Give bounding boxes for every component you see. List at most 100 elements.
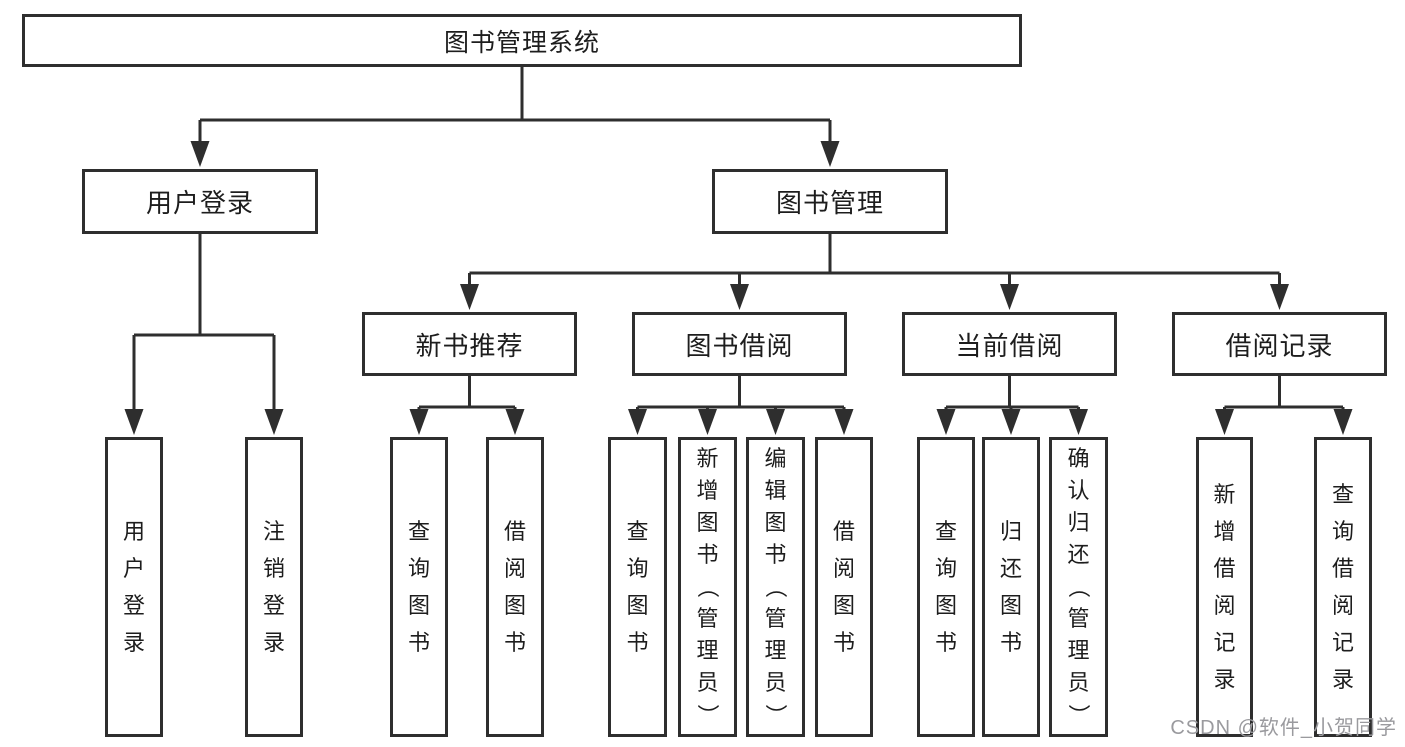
arrowhead-icon (1001, 409, 1021, 435)
node-leaf-query-books-rec: 查询图书 (390, 437, 448, 737)
vchar: 管 (764, 606, 787, 631)
vchar: 图 (626, 593, 649, 618)
arrowhead-icon (820, 141, 840, 167)
vchar: 理 (1067, 638, 1090, 663)
vchar: 借 (1331, 556, 1354, 581)
vchar: 查 (626, 519, 649, 544)
vchar: 还 (999, 556, 1022, 581)
vchar: 新 (696, 446, 719, 471)
vchar: 阅 (503, 556, 526, 581)
vchar: 图 (999, 593, 1022, 618)
edge-current-borrowing (936, 375, 1088, 435)
vchar: （ (763, 575, 789, 599)
vchar: （ (1066, 575, 1092, 599)
vchar: 员 (696, 670, 719, 695)
arrowhead-icon (698, 409, 717, 435)
node-label: 图书借阅 (685, 330, 794, 361)
node-leaf-add-borrow-record: 新增借阅记录 (1196, 437, 1253, 737)
vchar: 归 (1067, 510, 1090, 535)
arrowhead-icon (1069, 409, 1088, 435)
node-leaf-add-books-admin: 新增图书（管理员） (678, 437, 737, 737)
node-label: 用户登录 (145, 188, 254, 218)
watermark: CSDN @软件_小贺同学 (1170, 717, 1397, 739)
vchar: 户 (122, 556, 145, 581)
vchar: 理 (696, 638, 719, 663)
vchar: 询 (934, 556, 957, 581)
node-leaf-borrow-books-rec: 借阅图书 (486, 437, 544, 737)
node-user-login-module: 用户登录 (82, 169, 318, 234)
vchar: 书 (999, 630, 1022, 655)
vchar: 归 (999, 519, 1022, 544)
vchar: 编 (764, 446, 787, 471)
vchar: 登 (262, 593, 285, 618)
vchar: 员 (1067, 670, 1090, 695)
vchar: 书 (934, 630, 957, 655)
arrowhead-icon (1000, 284, 1019, 310)
vchar: 图 (934, 593, 957, 618)
vchar: 图 (407, 593, 430, 618)
node-label-vertical: 注销登录 (263, 440, 285, 734)
arrowhead-icon (124, 409, 144, 435)
vchar: 查 (1331, 482, 1354, 507)
edge-line (198, 66, 832, 146)
vchar: （ (695, 575, 721, 599)
vchar: 查 (934, 519, 957, 544)
node-label-vertical: 借阅图书 (833, 440, 855, 734)
vchar: ） (763, 703, 789, 727)
vchar: 阅 (832, 556, 855, 581)
arrowhead-icon (936, 409, 956, 435)
node-label: 借阅记录 (1225, 330, 1334, 361)
vchar: 确 (1067, 446, 1090, 471)
vchar: 录 (1331, 667, 1354, 692)
vchar: 阅 (1331, 593, 1354, 618)
node-label-vertical: 新增图书（管理员） (695, 440, 720, 734)
node-label-vertical: 归还图书 (1000, 440, 1022, 734)
arrowhead-icon (264, 409, 284, 435)
edge-borrowing-records (1215, 375, 1353, 435)
vchar: 员 (764, 670, 787, 695)
node-leaf-query-books-current: 查询图书 (917, 437, 975, 737)
vchar: 还 (1067, 542, 1090, 567)
edge-book-management-module (460, 233, 1289, 310)
arrowhead-icon (190, 141, 210, 167)
vchar: 增 (696, 478, 719, 503)
edge-line (636, 375, 846, 414)
vchar: 新 (1213, 482, 1236, 507)
vchar: 查 (407, 519, 430, 544)
arrowhead-icon (1333, 409, 1353, 435)
node-label: 当前借阅 (955, 330, 1064, 361)
edge-new-book-recommend (409, 375, 525, 435)
arrowhead-icon (834, 409, 854, 435)
vchar: 录 (122, 630, 145, 655)
node-new-book-recommend: 新书推荐 (362, 312, 577, 376)
node-leaf-borrow-books: 借阅图书 (815, 437, 873, 737)
vchar: 询 (626, 556, 649, 581)
edge-user-login-module (124, 233, 284, 435)
vchar: 管 (696, 606, 719, 631)
node-leaf-user-login: 用户登录 (105, 437, 163, 737)
node-leaf-logout: 注销登录 (245, 437, 303, 737)
node-label-vertical: 借阅图书 (504, 440, 526, 734)
node-label-vertical: 新增借阅记录 (1213, 440, 1235, 734)
vchar: 阅 (1213, 593, 1236, 618)
arrowhead-icon (1215, 409, 1234, 435)
vchar: ） (1066, 703, 1092, 727)
edge-line (944, 375, 1080, 414)
edge-line (468, 233, 1281, 289)
node-leaf-return-books: 归还图书 (982, 437, 1040, 737)
vchar: 登 (122, 593, 145, 618)
vchar: 记 (1331, 630, 1354, 655)
vchar: 图 (764, 510, 787, 535)
node-leaf-query-books-borrow: 查询图书 (608, 437, 667, 737)
node-leaf-edit-books-admin: 编辑图书（管理员） (746, 437, 805, 737)
vchar: 图 (832, 593, 855, 618)
node-label: 图书管理 (775, 188, 884, 218)
node-label-vertical: 查询图书 (626, 440, 648, 734)
arrowhead-icon (460, 284, 479, 310)
arrowhead-icon (766, 409, 785, 435)
node-label-vertical: 编辑图书（管理员） (763, 440, 788, 734)
vchar: 询 (1331, 519, 1354, 544)
vchar: 书 (696, 542, 719, 567)
